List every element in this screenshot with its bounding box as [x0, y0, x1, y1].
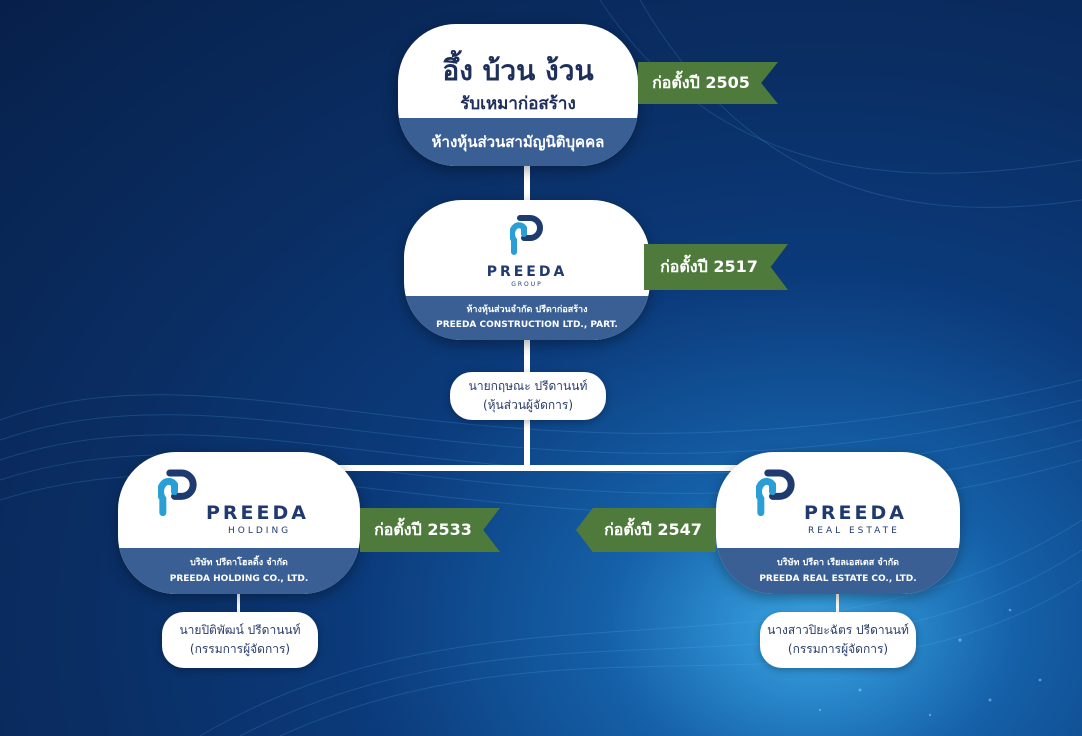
root-company-node: อึ้ง บ้วน ง้วน รับเหมาก่อสร้าง ห้างหุ้นส… — [398, 24, 638, 166]
realestate-company-node: PREEDA REAL ESTATE บริษัท ปรีดา เรียลเอส… — [716, 452, 960, 594]
holding-manager-role: (กรรมการผู้จัดการ) — [189, 642, 291, 656]
holding-brand-name: PREEDA — [206, 502, 309, 524]
group-founded-ribbon: ก่อตั้งปี 2517 — [644, 244, 788, 290]
realestate-manager-name: นางสาวปิยะฉัตร ปรีดานนท์ — [767, 623, 909, 637]
root-company-title: อึ้ง บ้วน ง้วน — [442, 54, 594, 87]
holding-name-thai: บริษัท ปรีดาโฮลดิ้ง จำกัด — [190, 558, 288, 568]
group-manager-card: นายกฤษณะ ปรีดานนท์ (หุ้นส่วนผู้จัดการ) — [450, 372, 606, 420]
group-brand-sub: GROUP — [511, 281, 543, 288]
preeda-logo-icon — [510, 215, 543, 255]
connector-horizontal-branch — [236, 465, 840, 471]
connector-holding-to-person — [237, 594, 240, 612]
holding-brand-sub: HOLDING — [228, 526, 292, 536]
realestate-name-thai: บริษัท ปรีดา เรียลเอสเตส จำกัด — [777, 558, 899, 568]
holding-founded-ribbon: ก่อตั้งปี 2533 — [360, 508, 500, 552]
realestate-founded-ribbon: ก่อตั้งปี 2547 — [576, 508, 716, 552]
connector-realestate-to-person — [836, 594, 839, 612]
connector-root-to-group — [524, 166, 530, 204]
connector-group-to-person — [524, 340, 530, 374]
holding-manager-name: นายปิติพัฒน์ ปรีดานนท์ — [179, 623, 301, 637]
group-name-thai: ห้างหุ้นส่วนจำกัด ปรีดาก่อสร้าง — [466, 305, 588, 315]
holding-company-node: PREEDA HOLDING บริษัท ปรีดาโฮลดิ้ง จำกัด… — [118, 452, 360, 594]
realestate-brand-sub: REAL ESTATE — [808, 526, 900, 536]
group-founded-text: ก่อตั้งปี 2517 — [660, 256, 758, 276]
preeda-realestate-logo-icon — [756, 469, 795, 517]
root-founded-text: ก่อตั้งปี 2505 — [652, 72, 750, 92]
realestate-brand-name: PREEDA — [804, 502, 907, 524]
realestate-manager-card: นางสาวปิยะฉัตร ปรีดานนท์ (กรรมการผู้จัดก… — [760, 612, 916, 668]
holding-name-english: PREEDA HOLDING CO., LTD. — [169, 574, 309, 584]
connector-person-to-branch — [524, 420, 530, 468]
root-founded-ribbon: ก่อตั้งปี 2505 — [638, 62, 778, 104]
holding-founded-text: ก่อตั้งปี 2533 — [374, 519, 472, 539]
group-manager-role: (หุ้นส่วนผู้จัดการ) — [482, 398, 574, 412]
holding-manager-card: นายปิติพัฒน์ ปรีดานนท์ (กรรมการผู้จัดการ… — [162, 612, 318, 668]
root-company-subtitle: รับเหมาก่อสร้าง — [460, 94, 576, 114]
root-company-type: ห้างหุ้นส่วนสามัญนิติบุคคล — [431, 133, 605, 151]
group-manager-name: นายกฤษณะ ปรีดานนท์ — [468, 379, 588, 393]
realestate-name-english: PREEDA REAL ESTATE CO., LTD. — [759, 574, 917, 584]
preeda-holding-logo-icon — [158, 469, 197, 517]
realestate-founded-text: ก่อตั้งปี 2547 — [604, 519, 702, 539]
realestate-manager-role: (กรรมการผู้จัดการ) — [787, 642, 889, 656]
group-name-english: PREEDA CONSTRUCTION LTD., PART. — [436, 320, 618, 330]
group-company-node: PREEDA GROUP ห้างหุ้นส่วนจำกัด ปรีดาก่อส… — [404, 200, 650, 340]
group-brand-name: PREEDA — [486, 264, 568, 280]
